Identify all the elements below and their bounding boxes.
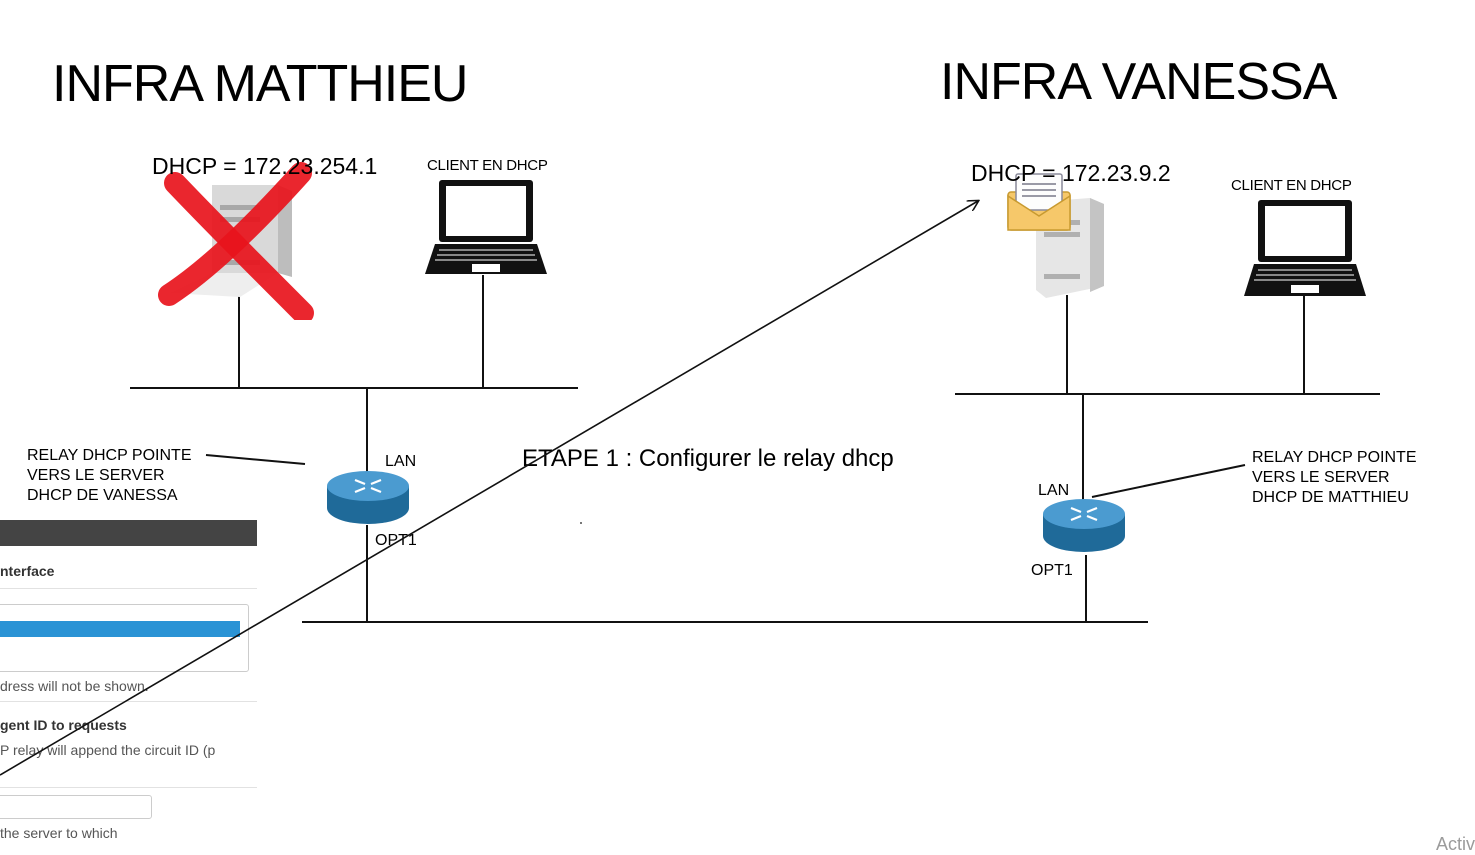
server-input[interactable] xyxy=(0,795,152,819)
interface-select[interactable] xyxy=(0,604,249,672)
right-infra-title: INFRA VANESSA xyxy=(940,53,1337,111)
interface-help-text: dress will not be shown. xyxy=(0,678,149,694)
activation-watermark: Activ xyxy=(1435,834,1475,854)
right-router-icon xyxy=(1043,499,1125,552)
selected-interface-option[interactable] xyxy=(0,621,240,637)
server-help-text: the server to which xyxy=(0,825,118,841)
right-opt1-label: OPT1 xyxy=(1031,562,1073,579)
left-client-label: CLIENT EN DHCP xyxy=(427,157,548,174)
agent-id-help-text: P relay will append the circuit ID (p xyxy=(0,742,216,758)
right-client-label: CLIENT EN DHCP xyxy=(1231,177,1352,194)
right-laptop-icon xyxy=(1244,200,1366,296)
panel-divider xyxy=(0,787,257,788)
left-router-icon xyxy=(327,471,409,524)
left-lan-label: LAN xyxy=(385,453,417,470)
left-relay-note: RELAY DHCP POINTE VERS LE SERVER DHCP DE… xyxy=(27,447,192,504)
interface-label: nterface xyxy=(0,563,55,579)
right-relay-note: RELAY DHCP POINTE VERS LE SERVER DHCP DE… xyxy=(1252,449,1417,506)
relay-settings-panel: nterface dress will not be shown. gent I… xyxy=(0,520,257,854)
left-laptop-icon xyxy=(425,180,547,274)
right-lan-label: LAN xyxy=(1038,482,1070,499)
envelope-icon xyxy=(1007,173,1071,231)
failed-cross-icon xyxy=(158,162,314,320)
right-relay-callout xyxy=(1091,464,1246,498)
left-infra-title: INFRA MATTHIEU xyxy=(52,55,468,113)
step-caption: ETAPE 1 : Configurer le relay dhcp xyxy=(522,445,894,472)
left-relay-callout xyxy=(205,454,306,465)
panel-divider xyxy=(0,588,257,589)
panel-divider xyxy=(0,701,257,702)
right-dhcp-label: DHCP = 172.23.9.2 xyxy=(971,160,1171,186)
agent-id-label: gent ID to requests xyxy=(0,717,127,733)
left-dhcp-label: DHCP = 172.23.254.1 xyxy=(152,153,378,179)
stray-dot xyxy=(580,522,582,524)
panel-header-bar xyxy=(0,520,257,546)
